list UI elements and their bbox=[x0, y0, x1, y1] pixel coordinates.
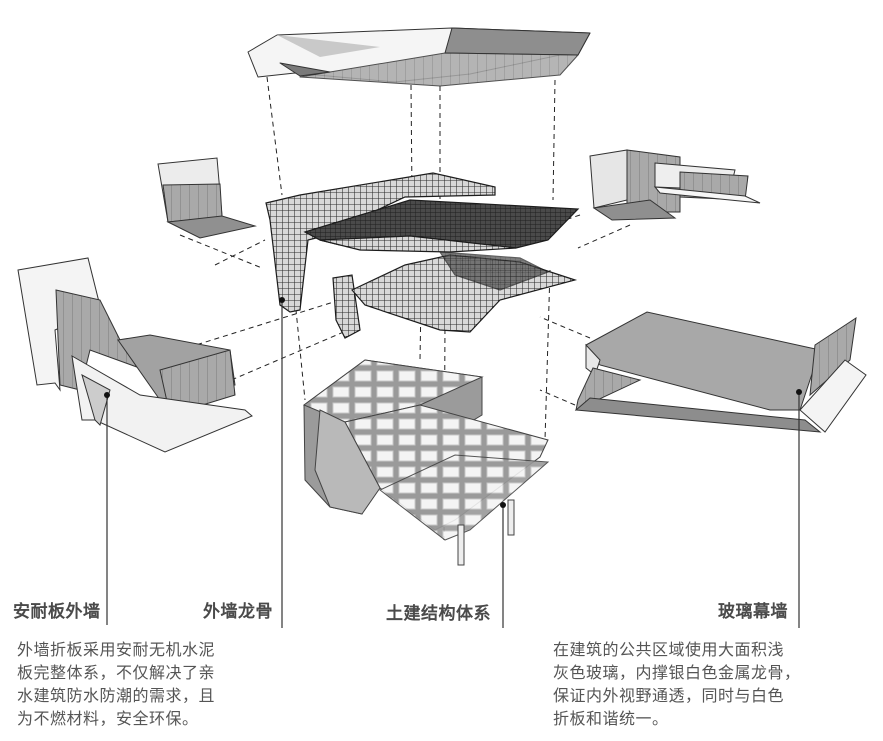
left-small-panel bbox=[157, 157, 257, 239]
desc-line: 板完整体系，不仅解决了亲 bbox=[17, 663, 216, 682]
structure-frame bbox=[302, 359, 550, 566]
desc-line: 灰色玻璃，内撑银白色金属龙骨， bbox=[553, 663, 801, 682]
label-curtain-wall: 玻璃幕墙 bbox=[718, 602, 788, 622]
desc-curtain-wall: 在建筑的公共区域使用大面积浅 灰色玻璃，内撑银白色金属龙骨， 保证内外视野通透，… bbox=[553, 638, 801, 730]
wall-keel-wireframe bbox=[265, 172, 580, 339]
right-small-panel bbox=[589, 149, 761, 221]
glass-curtain-wall bbox=[574, 311, 867, 433]
desc-line: 水建筑防水防潮的需求，且 bbox=[17, 686, 216, 705]
facade-panel-left bbox=[17, 257, 253, 453]
label-structure: 土建结构体系 bbox=[386, 604, 491, 624]
label-facade-panel: 安耐板外墙 bbox=[13, 602, 101, 622]
roof-shell bbox=[247, 27, 591, 87]
desc-line: 保证内外视野通透，同时与白色 bbox=[553, 686, 785, 705]
desc-line: 外墙折板采用安耐无机水泥 bbox=[17, 640, 216, 659]
label-wall-keel: 外墙龙骨 bbox=[203, 602, 273, 622]
leader-lines bbox=[104, 297, 802, 628]
desc-facade-panel: 外墙折板采用安耐无机水泥 板完整体系，不仅解决了亲 水建筑防水防潮的需求，且 为… bbox=[17, 638, 215, 730]
desc-line: 折板和谐统一。 bbox=[553, 709, 669, 728]
desc-line: 为不燃材料，安全环保。 bbox=[17, 709, 199, 728]
desc-line: 在建筑的公共区域使用大面积浅 bbox=[553, 640, 785, 659]
